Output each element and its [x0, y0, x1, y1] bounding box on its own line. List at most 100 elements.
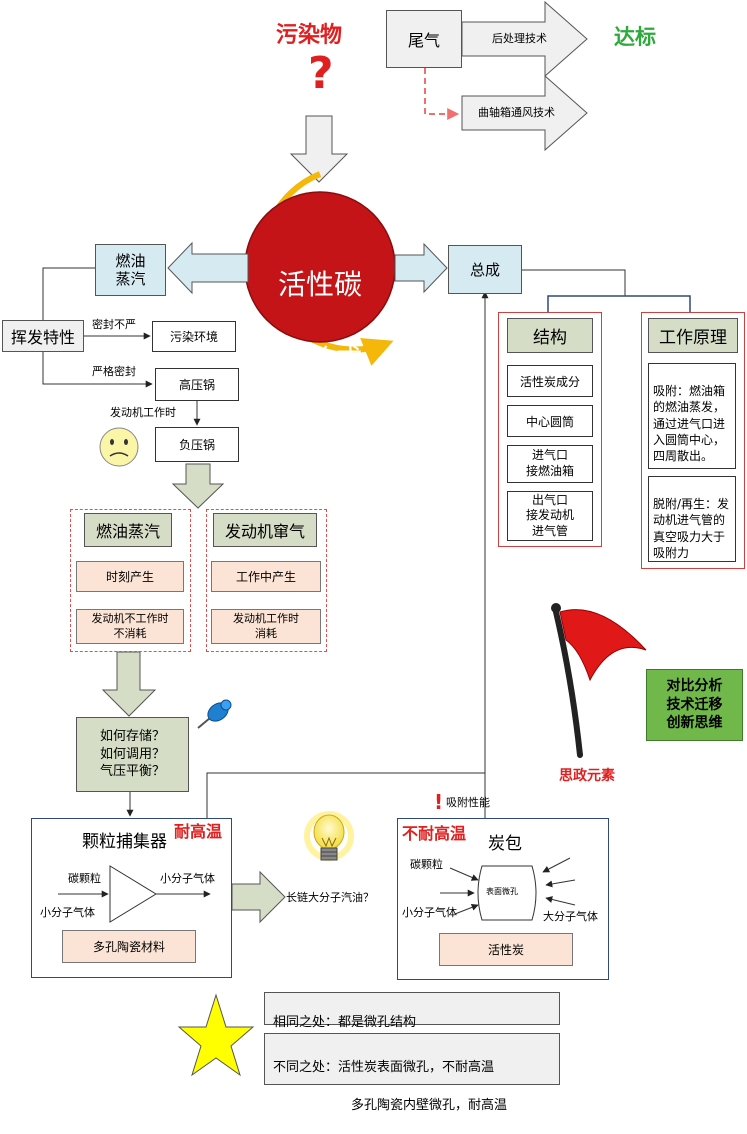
fuel-vapor-title-box: 燃油蒸汽 [84, 513, 172, 547]
fuel-vapor-item1: 时刻产生 [105, 570, 154, 584]
pressure-cooker-box: 高压锅 [155, 368, 239, 401]
fuel-vapor-item2-box: 发动机不工作时 不消耗 [76, 609, 184, 644]
desorb-text: 脱附/再生：发动机进气管的真空吸力大于吸附力 [653, 497, 730, 560]
flag-label: 思政元素 [559, 768, 615, 784]
left-arrow-fuel-vapor [167, 241, 249, 295]
particle-material: 多孔陶瓷材料 [92, 940, 165, 954]
fuel-vapor-item1-box: 时刻产生 [76, 561, 184, 592]
structure-title-box: 结构 [507, 318, 593, 353]
structure-item-1: 活性炭成分 [507, 365, 593, 397]
diff-box: 不同之处：活性炭表面微孔，不耐高温 多孔陶瓷内壁微孔，耐高温 [264, 1033, 560, 1113]
principle-title: 工作原理 [659, 328, 727, 348]
structure-item-3-label: 进气口 接燃油箱 [525, 448, 574, 478]
crankcase-dashed-connector [424, 68, 460, 120]
aftertreatment-label: 后处理技术 [492, 32, 547, 45]
assembly-branch-line [547, 295, 691, 312]
fuel-vapor-frame [70, 509, 191, 652]
blowby-title-box: 发动机窜气 [213, 513, 317, 547]
carbon-not-heat-resistant: 不耐高温 [402, 824, 467, 843]
particle-material-box: 多孔陶瓷材料 [62, 930, 196, 963]
filter-triangle [109, 865, 157, 923]
red-flag-icon [551, 603, 647, 758]
canister-line1: 活性碳 [277, 267, 362, 301]
down-arrow-into-canister [289, 115, 349, 183]
exhaust-box: 尾气 [386, 10, 462, 68]
structure-item-3: 进气口 接燃油箱 [507, 445, 593, 483]
fuel-vapor-label: 燃油 蒸汽 [115, 252, 146, 288]
ideology-green-box: 对比分析 技术迁移 创新思维 [646, 669, 743, 741]
pushpin-icon [197, 699, 232, 729]
diagram-canvas [42, 0, 691, 1077]
compliant-label: 达标 [614, 25, 656, 49]
right-arrow-assembly [394, 242, 448, 294]
blowby-item2-box: 发动机工作时 消耗 [211, 609, 321, 644]
question-mark: ? [308, 48, 334, 99]
negative-pressure-box: 负压锅 [155, 427, 239, 462]
blowby-item2: 发动机工作时 消耗 [233, 612, 299, 640]
carbon-cylinder [477, 865, 537, 921]
carbon-pack-frame [397, 818, 609, 980]
carbon-large-molecule: 大分子气体 [543, 910, 598, 923]
crankcase-arrow [461, 74, 588, 152]
particle-carbon-label: 碳颗粒 [68, 872, 101, 885]
particle-small-in: 小分子气体 [40, 906, 95, 919]
pollute-env-box: 污染环境 [152, 321, 236, 352]
not-sealed-label: 密封不严 [92, 318, 136, 331]
volatility-label: 挥发特性 [10, 328, 75, 347]
negative-pressure-label: 负压锅 [178, 438, 215, 452]
structure-title: 结构 [533, 328, 567, 348]
principle-frame [641, 312, 745, 569]
carbon-particles-label: 碳颗粒 [410, 858, 443, 871]
engine-running-label: 发动机工作时 [110, 406, 176, 419]
canister-line2: 罐总成 [277, 343, 362, 377]
particle-small-out: 小分子气体 [160, 872, 215, 885]
carbon-small-molecule: 小分子气体 [402, 906, 457, 919]
carbon-material: 活性炭 [487, 943, 524, 957]
fuel-vapor-box: 燃油 蒸汽 [95, 244, 166, 296]
long-chain-label: 长链大分子汽油？ [286, 891, 374, 904]
questions-box: 如何存储？ 如何调用？ 气压平衡？ [76, 717, 189, 792]
vapor-to-volatility-line [42, 267, 95, 320]
blowby-item1: 工作中产生 [235, 570, 296, 584]
ideology-green-text: 对比分析 技术迁移 创新思维 [666, 677, 723, 732]
pressure-cooker-label: 高压锅 [178, 378, 215, 392]
strict-seal-label: 严格密封 [92, 365, 136, 378]
structure-item-4: 出气口 接发动机 进气管 [507, 491, 593, 541]
principle-title-box: 工作原理 [648, 318, 738, 353]
lightbulb-icon [304, 811, 354, 861]
down-arrow-to-compare [171, 463, 225, 509]
adsorb-box: 吸附：燃油箱的燃油蒸发，通过进气口进入圆筒中心，四周散出。 [648, 363, 736, 469]
structure-item-4-label: 出气口 接发动机 进气管 [525, 492, 574, 538]
particle-heat-resistant: 耐高温 [174, 822, 223, 841]
structure-item-2: 中心圆筒 [507, 405, 593, 437]
carbon-surface-pores: 表面微孔 [486, 887, 518, 896]
same-text: 相同之处：都是微孔结构 [273, 1015, 417, 1031]
pollutant-label: 污染物 [276, 23, 343, 48]
desorb-box: 脱附/再生：发动机进气管的真空吸力大于吸附力 [648, 476, 736, 562]
star-icon [177, 993, 255, 1077]
exhaust-label: 尾气 [407, 31, 440, 50]
particle-filter-frame [31, 818, 232, 978]
aftertreatment-arrow [461, 0, 588, 78]
blowby-title: 发动机窜气 [224, 522, 305, 541]
strict-seal-arrow [42, 352, 153, 388]
frown-face-icon [99, 427, 139, 467]
adsorb-text: 吸附：燃油箱的燃油蒸发，通过进气口进入圆筒中心，四周散出。 [653, 384, 726, 463]
fuel-vapor-item2: 发动机不工作时 不消耗 [91, 612, 169, 640]
blowby-item1-box: 工作中产生 [211, 561, 321, 592]
same-box: 相同之处：都是微孔结构 [264, 992, 560, 1030]
structure-item-1-label: 活性炭成分 [519, 374, 580, 389]
filter-loop-line [206, 772, 485, 818]
questions-text: 如何存储？ 如何调用？ 气压平衡？ [99, 729, 165, 780]
crankcase-label: 曲轴箱通风技术 [478, 106, 555, 119]
carbon-title: 炭包 [488, 834, 522, 854]
structure-item-2-label: 中心圆筒 [525, 414, 574, 429]
diff-line1: 不同之处：活性炭表面微孔，不耐高温 [273, 1059, 495, 1075]
volatility-box: 挥发特性 [2, 320, 84, 352]
blowby-frame [206, 509, 327, 652]
canister-title: 活性碳 罐总成 [262, 228, 378, 417]
diff-line2: 多孔陶瓷内壁微孔，耐高温 [351, 1097, 508, 1113]
fuel-vapor-title: 燃油蒸汽 [95, 522, 160, 541]
exclamation-mark: ! [434, 790, 444, 814]
adsorption-label: 吸附性能 [446, 796, 490, 809]
